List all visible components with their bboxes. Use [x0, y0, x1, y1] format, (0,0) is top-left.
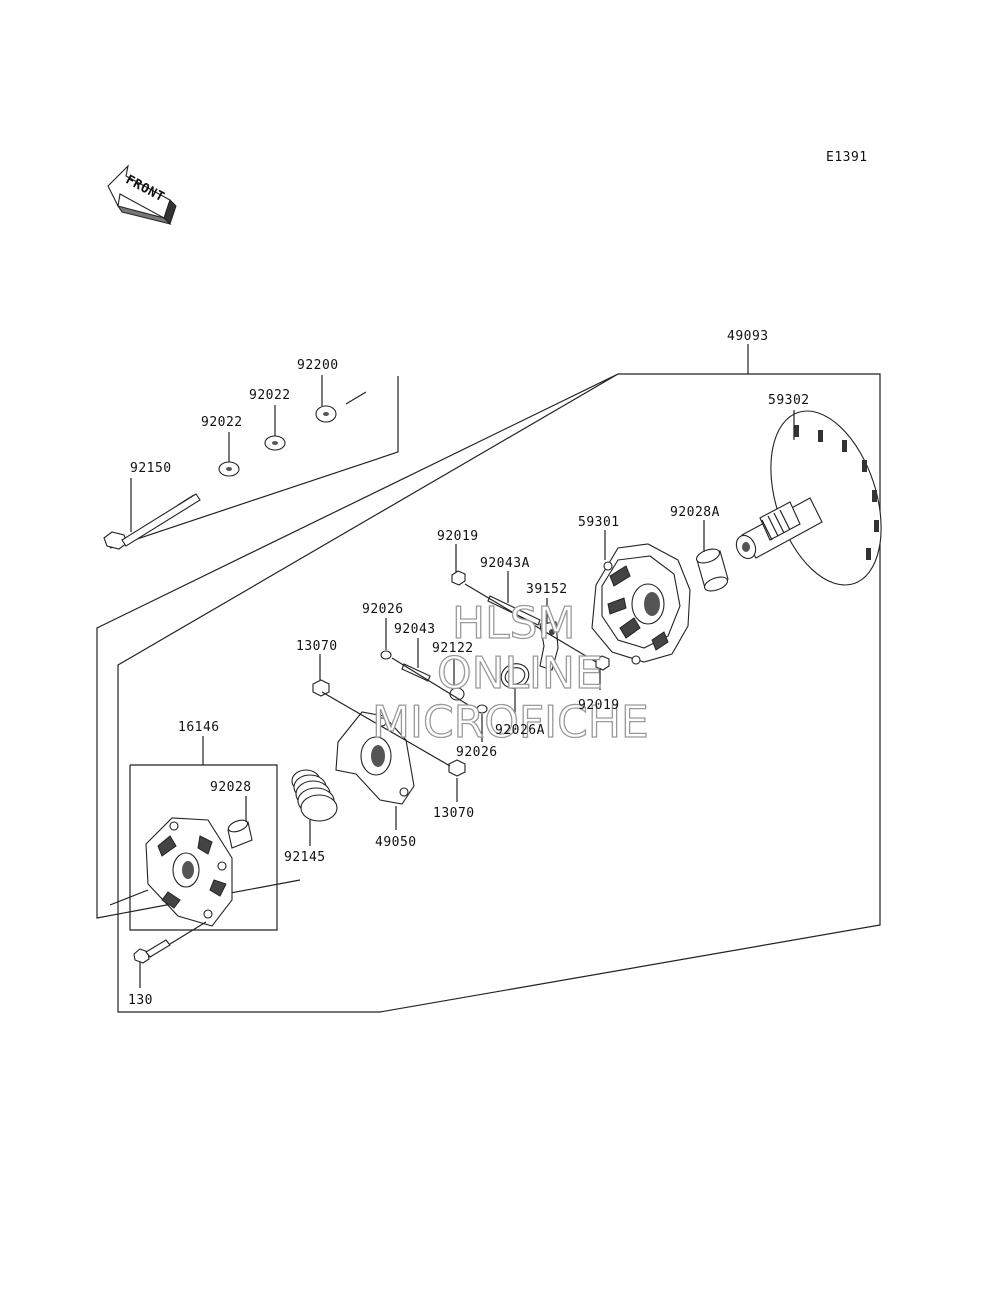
cover-16146: [145, 817, 233, 927]
bushing-92028: [227, 819, 253, 849]
part-label-49050: 49050: [375, 835, 417, 850]
front-arrow-icon: FRONT: [107, 164, 177, 225]
part-label-92043: 92043: [394, 622, 436, 637]
part-label-92019-a: 92019: [437, 529, 479, 544]
leader-lines: [109, 375, 795, 988]
part-label-92150: 92150: [130, 461, 172, 476]
weight-39152: [539, 621, 559, 671]
part-label-92019-b: 92019: [578, 698, 620, 713]
part-label-13070-b: 13070: [433, 806, 475, 821]
part-label-13070-a: 13070: [296, 639, 338, 654]
cap-13070-a: [312, 679, 330, 697]
washer-92026-a: [380, 650, 392, 660]
watermark-line-1: HLSM: [452, 598, 576, 649]
part-label-92028a: 92028A: [670, 505, 720, 520]
cap-13070-b: [448, 759, 466, 777]
ring-92026a: [500, 663, 530, 689]
nut-92019-b: [595, 655, 610, 671]
part-label-92043a: 92043A: [480, 556, 530, 571]
part-label-16146: 16146: [178, 720, 220, 735]
part-label-49093: 49093: [727, 329, 769, 344]
part-label-92026-b: 92026: [456, 745, 498, 760]
part-label-92026-a: 92026: [362, 602, 404, 617]
part-labels: 49093 59302 92200 92022 92022 92150 5930…: [128, 329, 810, 1008]
part-label-92022-b: 92022: [249, 388, 291, 403]
part-label-59302: 59302: [768, 393, 810, 408]
part-label-59301: 59301: [578, 515, 620, 530]
washer-92026-b: [476, 704, 488, 714]
washer-92022-b: [264, 435, 286, 451]
part-label-92145: 92145: [284, 850, 326, 865]
watermark-line-3: MICROFICHE: [372, 697, 649, 748]
bolt-92150: [103, 493, 201, 550]
part-label-92028: 92028: [210, 780, 252, 795]
washer-92022-a: [218, 461, 240, 477]
nut-92019-a: [451, 570, 466, 586]
washer-92200: [315, 405, 337, 423]
fixed-sheave-59302: [735, 410, 882, 586]
part-label-92200: 92200: [297, 358, 339, 373]
spring-92145: [291, 769, 338, 822]
part-label-92022-a: 92022: [201, 415, 243, 430]
diagram-code: E1391: [826, 150, 868, 165]
part-label-130: 130: [128, 993, 153, 1008]
watermark-line-2: ONLINE: [437, 648, 603, 699]
pin-92043a: [487, 595, 541, 626]
part-label-39152: 39152: [526, 582, 568, 597]
spider-49050: [335, 711, 415, 805]
part-label-92122: 92122: [432, 641, 474, 656]
watermark: HLSM ONLINE MICROFICHE: [371, 597, 649, 748]
movable-sheave-59301: [591, 543, 691, 665]
bolt-130: [133, 939, 171, 964]
part-label-92026a: 92026A: [495, 723, 545, 738]
bushing-92028a: [695, 548, 729, 592]
